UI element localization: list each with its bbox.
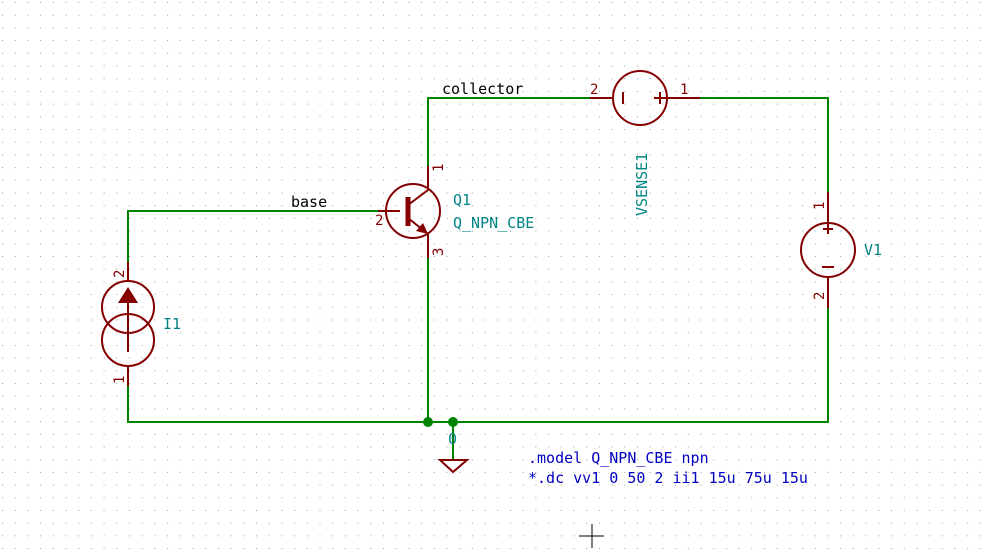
svg-text:1: 1 xyxy=(680,82,688,98)
q1-ref: Q1 xyxy=(453,191,471,209)
wire-v1-ground[interactable] xyxy=(127,308,829,423)
svg-text:3: 3 xyxy=(431,248,447,256)
svg-text:2: 2 xyxy=(112,270,128,278)
i1-ref: I1 xyxy=(163,315,181,333)
svg-text:2: 2 xyxy=(812,292,828,300)
ground-label: 0 xyxy=(448,430,457,448)
svg-text:2: 2 xyxy=(375,213,383,229)
junction xyxy=(448,417,458,427)
vsense1-ref: VSENSE1 xyxy=(633,153,651,216)
spice-dc-note[interactable]: *.dc vv1 0 50 2 ii1 15u 75u 15u xyxy=(528,469,808,487)
q1-value: Q_NPN_CBE xyxy=(453,214,534,232)
voltage-source-v1[interactable]: 1 2 V1 xyxy=(800,192,882,308)
transistor-q1[interactable]: 1 2 3 Q1 Q_NPN_CBE xyxy=(375,164,534,258)
ground-symbol[interactable]: 0 xyxy=(437,430,470,474)
v1-ref: V1 xyxy=(864,241,882,259)
net-label-collector[interactable]: collector xyxy=(442,80,523,98)
net-label-base[interactable]: base xyxy=(291,193,327,211)
voltage-source-vsense1[interactable]: 2 1 VSENSE1 xyxy=(590,70,700,216)
svg-text:2: 2 xyxy=(590,82,598,98)
wires[interactable] xyxy=(127,97,829,460)
wire-base[interactable] xyxy=(127,210,378,262)
svg-text:1: 1 xyxy=(431,164,447,172)
junction xyxy=(423,417,433,427)
crosshair-cursor-icon xyxy=(579,524,604,548)
svg-text:1: 1 xyxy=(112,376,128,384)
current-source-i1[interactable]: 2 1 I1 xyxy=(101,262,181,386)
wire-vsense-v1[interactable] xyxy=(700,97,829,192)
spice-model-note[interactable]: .model Q_NPN_CBE npn xyxy=(528,449,709,467)
wire-collector[interactable] xyxy=(427,97,590,166)
svg-text:1: 1 xyxy=(812,202,828,210)
